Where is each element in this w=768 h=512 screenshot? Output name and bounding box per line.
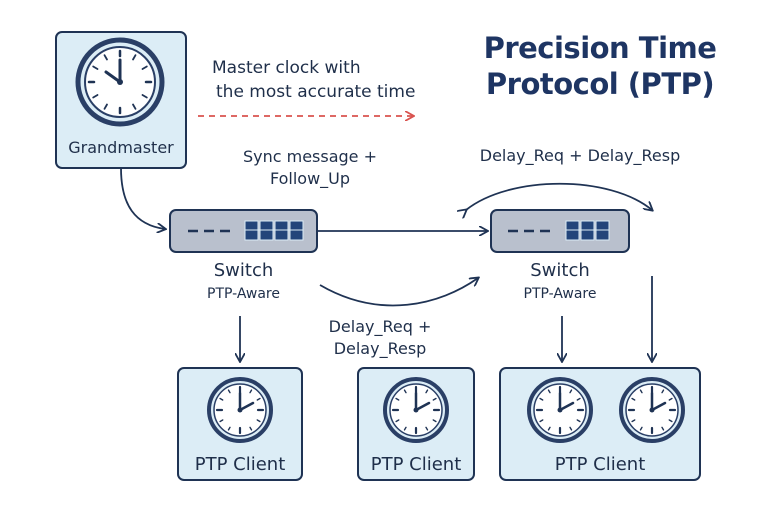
switch-name: Switch (213, 260, 274, 281)
delay-mid-arrow (319, 278, 478, 307)
switch-icon (169, 209, 318, 253)
clock-icon (75, 37, 165, 127)
clock-icon (527, 377, 593, 443)
client-label: PTP Client (554, 454, 646, 475)
clock-icon (207, 377, 273, 443)
client-label: PTP Client (194, 454, 286, 475)
grandmaster-note: Master clock with the most accurate time (212, 58, 416, 102)
client-label: PTP Client (370, 454, 462, 475)
page-title: Precision Time Protocol (PTP) (483, 31, 717, 101)
clock-icon (619, 377, 685, 443)
switch-sub: PTP-Aware (523, 286, 597, 302)
delay-top-label: Delay_Req + Delay_Resp (479, 146, 681, 165)
sync-message-label: Sync message + Follow_Up (242, 147, 378, 188)
switch-icon (490, 209, 630, 253)
switch-sub: PTP-Aware (207, 286, 280, 302)
grandmaster-label: Grandmaster (68, 138, 174, 157)
delay-mid-label: Delay_Req + Delay_Resp (328, 317, 432, 358)
clock-icon (383, 377, 449, 443)
grandmaster-to-switch-arrow (120, 167, 165, 229)
switch-name: Switch (530, 260, 590, 281)
delay-top-arrow (466, 182, 652, 210)
